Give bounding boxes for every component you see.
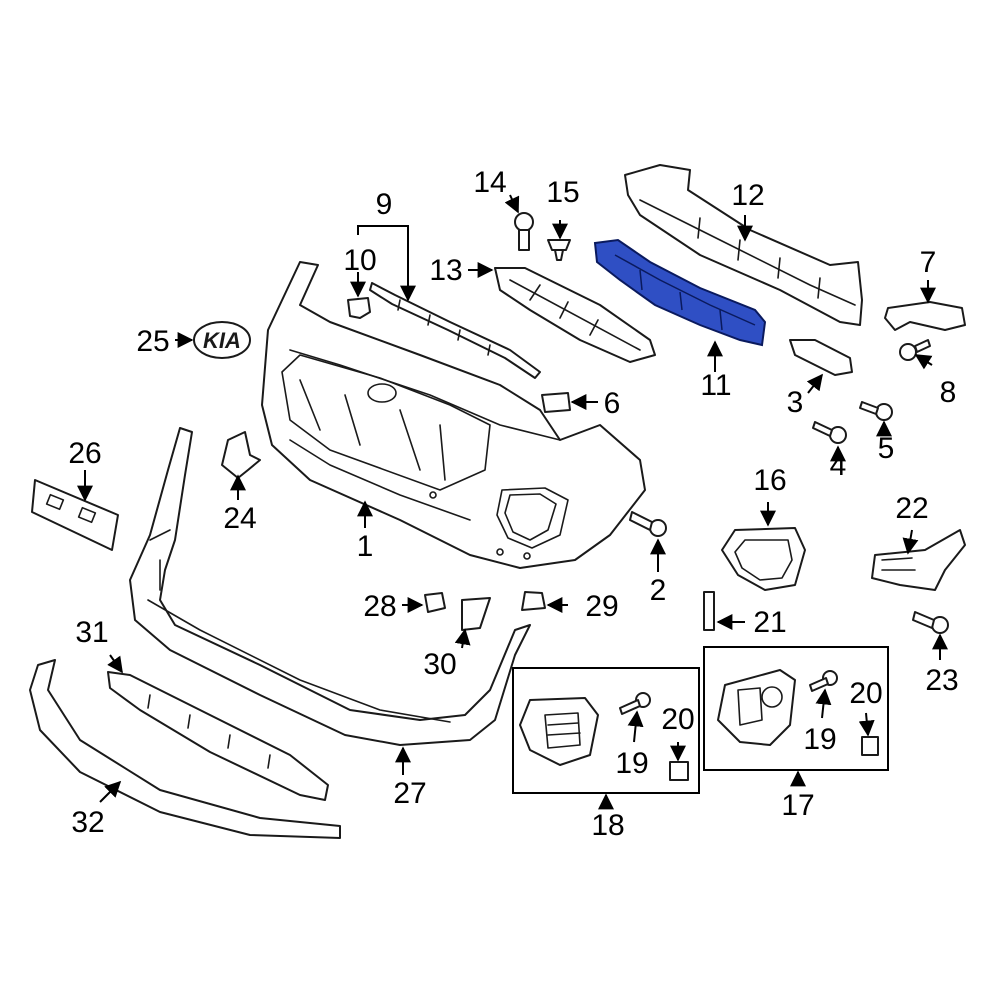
clip-strip-21[interactable] bbox=[703, 591, 715, 631]
bolt-4[interactable] bbox=[812, 421, 847, 444]
callout-19-right: 19 bbox=[803, 723, 836, 756]
callout-6: 6 bbox=[604, 387, 621, 420]
bolt-23[interactable] bbox=[912, 611, 949, 634]
callout-20-left: 20 bbox=[661, 703, 694, 736]
license-plate-bracket[interactable] bbox=[31, 479, 119, 551]
bumper-reinforcement[interactable] bbox=[624, 164, 863, 326]
bolt-5[interactable] bbox=[859, 401, 893, 421]
callout-25: 25 bbox=[136, 325, 169, 358]
lower-grille-strip[interactable] bbox=[107, 671, 329, 801]
callout-24: 24 bbox=[223, 502, 256, 535]
callout-21: 21 bbox=[753, 606, 786, 639]
callout-12: 12 bbox=[731, 179, 764, 212]
bolt-8[interactable] bbox=[899, 339, 931, 361]
callout-15: 15 bbox=[546, 176, 579, 209]
callout-28: 28 bbox=[363, 590, 396, 623]
retainer-clip[interactable] bbox=[347, 297, 371, 319]
callout-22: 22 bbox=[895, 492, 928, 525]
callout-4: 4 bbox=[830, 449, 847, 482]
callout-31: 31 bbox=[75, 616, 108, 649]
callout-27: 27 bbox=[393, 777, 426, 810]
bracket-small[interactable] bbox=[789, 339, 853, 376]
callout-23: 23 bbox=[925, 664, 958, 697]
callout-14: 14 bbox=[473, 166, 506, 199]
bumper-cover[interactable] bbox=[261, 261, 646, 569]
clip-28[interactable] bbox=[424, 592, 446, 613]
callout-9: 9 bbox=[376, 188, 393, 221]
fog-light-assembly[interactable] bbox=[717, 669, 796, 746]
callout-3: 3 bbox=[787, 386, 804, 419]
callout-29: 29 bbox=[585, 590, 618, 623]
callout-10: 10 bbox=[343, 244, 376, 277]
upper-support-bracket[interactable] bbox=[494, 267, 656, 363]
leader-lines bbox=[77, 194, 948, 810]
fog-light-bezel[interactable] bbox=[721, 527, 806, 591]
callout-11: 11 bbox=[700, 369, 731, 402]
callout-32: 32 bbox=[71, 806, 104, 839]
side-bracket-right[interactable] bbox=[884, 301, 966, 331]
nut-20-left[interactable] bbox=[669, 761, 689, 781]
bolt-2[interactable] bbox=[629, 511, 667, 537]
callout-30: 30 bbox=[423, 648, 456, 681]
callout-17: 17 bbox=[781, 789, 814, 822]
nut-20-right[interactable] bbox=[861, 736, 879, 756]
clip-6[interactable] bbox=[541, 392, 571, 413]
callout-5: 5 bbox=[878, 432, 895, 465]
callout-7: 7 bbox=[920, 246, 937, 279]
callout-13: 13 bbox=[429, 254, 462, 287]
callout-20-right: 20 bbox=[849, 677, 882, 710]
group-18-box bbox=[512, 667, 700, 794]
callout-16: 16 bbox=[753, 464, 786, 497]
air-duct-bracket[interactable] bbox=[871, 529, 966, 591]
fog-light-cover-left[interactable] bbox=[519, 697, 599, 766]
energy-absorber-highlighted[interactable] bbox=[593, 238, 767, 347]
emblem-text: KIA bbox=[203, 328, 241, 353]
clip-30[interactable] bbox=[461, 597, 491, 631]
clip-15[interactable] bbox=[547, 239, 571, 261]
callout-18: 18 bbox=[591, 809, 624, 842]
screw-14[interactable] bbox=[514, 212, 534, 251]
callout-1: 1 bbox=[357, 530, 374, 563]
group-17-box bbox=[703, 646, 889, 771]
lip-spoiler[interactable] bbox=[29, 659, 341, 839]
callout-19-left: 19 bbox=[615, 747, 648, 780]
screw-19-right[interactable] bbox=[809, 670, 838, 692]
screw-19-left[interactable] bbox=[619, 692, 651, 715]
callout-8: 8 bbox=[940, 376, 957, 409]
lower-bumper-cover[interactable] bbox=[129, 427, 531, 746]
bracket-left[interactable] bbox=[221, 431, 261, 479]
callout-labels: 1 2 3 4 5 6 7 8 9 10 11 12 13 14 15 16 1… bbox=[68, 166, 958, 842]
callout-26: 26 bbox=[68, 437, 101, 470]
clip-29[interactable] bbox=[521, 591, 546, 611]
callout-2: 2 bbox=[650, 574, 667, 607]
upper-molding[interactable] bbox=[369, 282, 541, 379]
emblem[interactable]: KIA bbox=[193, 321, 251, 359]
